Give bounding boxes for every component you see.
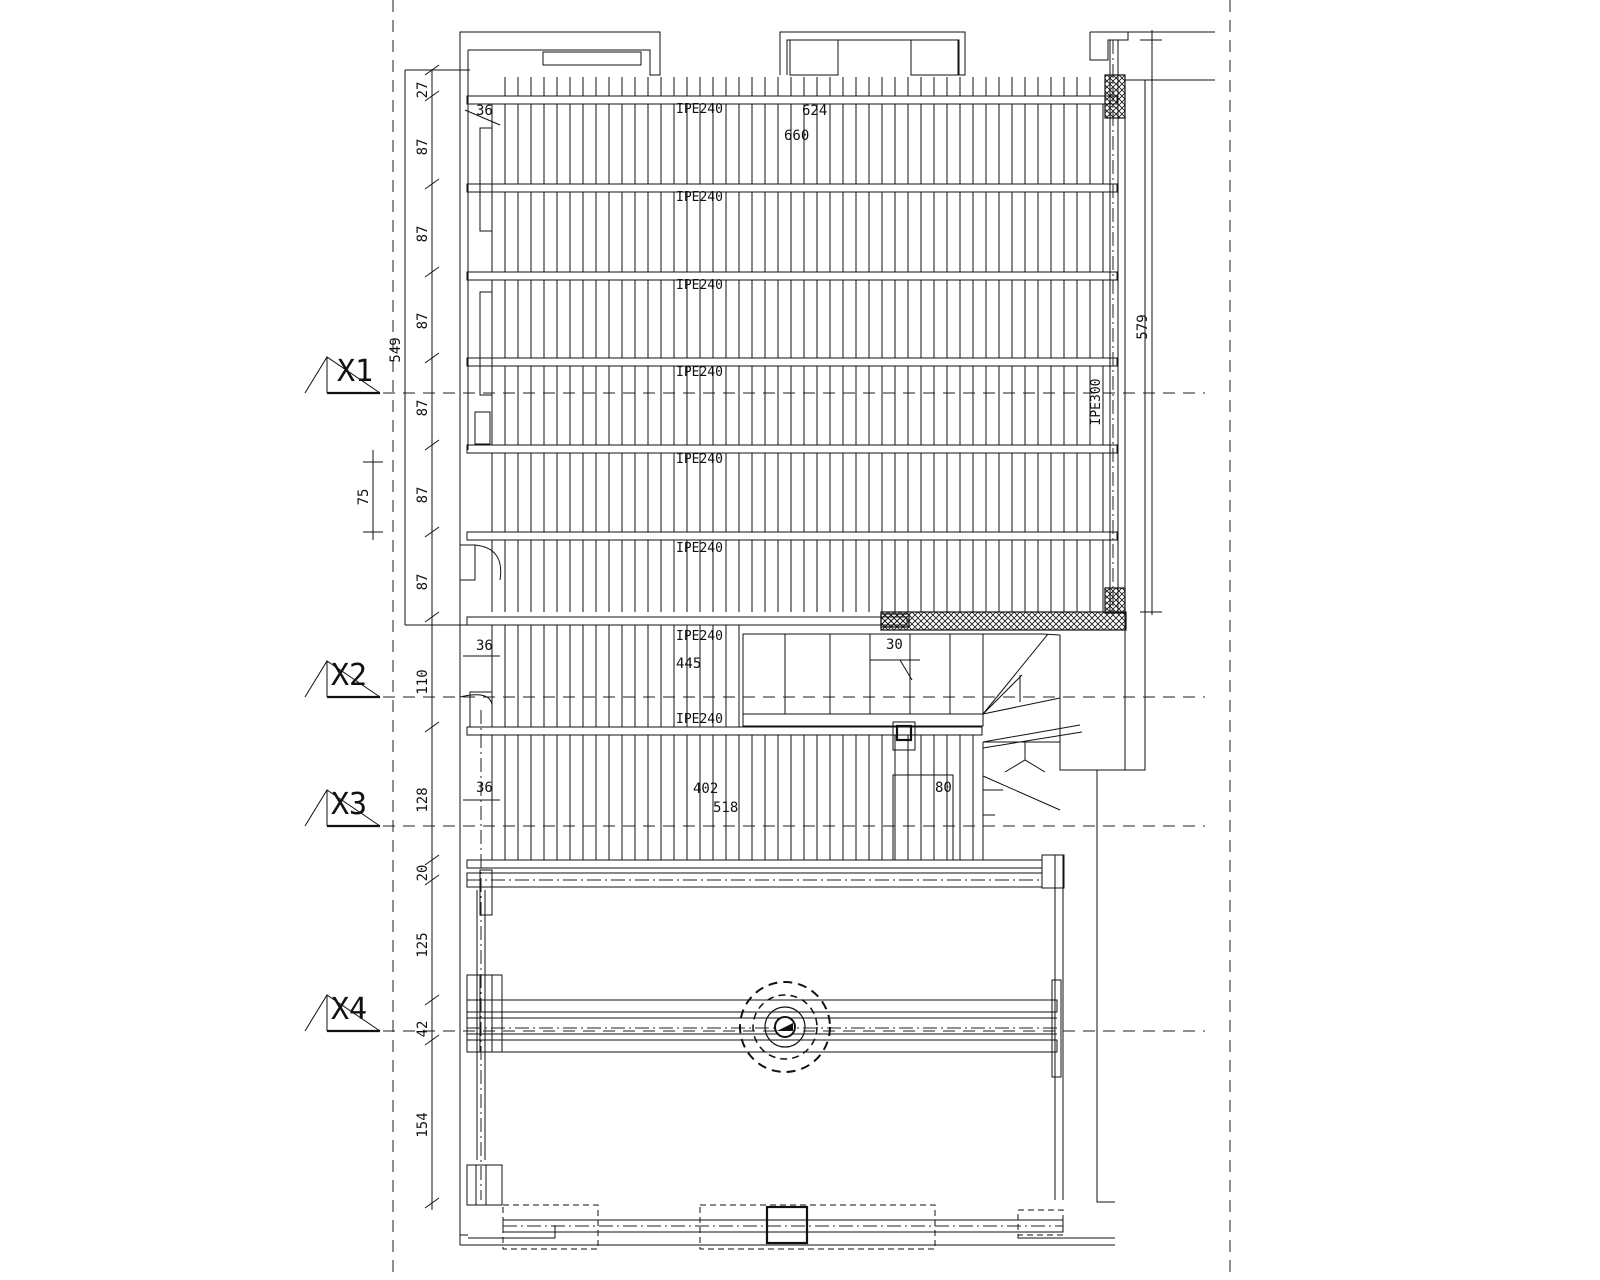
dimension-tick — [424, 90, 440, 102]
dim-42: 42 — [415, 1021, 431, 1038]
left-openings — [459, 127, 502, 728]
dimension-chain-left — [404, 69, 470, 1210]
dimension-tick — [424, 439, 440, 451]
dim-80: 80 — [935, 780, 952, 796]
dim-402: 402 — [693, 781, 718, 797]
column-cap-bottom — [1104, 587, 1126, 614]
beam-2 — [466, 183, 1118, 193]
dim-20: 20 — [415, 865, 431, 882]
building-outline — [459, 31, 1215, 1246]
beam-label-8: IPE240 — [676, 712, 723, 727]
dimension-tick — [424, 178, 440, 190]
lower-room — [466, 710, 1065, 1206]
dimension-tick — [424, 352, 440, 364]
dim-445: 445 — [676, 656, 701, 672]
dimension-tick — [424, 994, 440, 1006]
dimension-tick — [424, 874, 440, 886]
dim-36-mid: 36 — [476, 638, 493, 654]
chimney-symbol — [739, 981, 831, 1073]
section-label-x4: X4 — [331, 992, 367, 1027]
column-label-ipe300: IPE300 — [1089, 379, 1104, 426]
dimension-tick — [424, 721, 440, 733]
dim-75: 75 — [356, 489, 372, 506]
beam-label-4: IPE240 — [676, 365, 723, 380]
dimension-tick — [424, 1197, 440, 1209]
beam-label-5: IPE240 — [676, 452, 723, 467]
section-marker-x4: X4 — [304, 992, 381, 1033]
dimension-tick — [424, 266, 440, 278]
section-marker-x1: X1 — [304, 354, 381, 395]
bottom-windows — [502, 1204, 1064, 1250]
dimension-tick — [424, 1034, 440, 1046]
section-marker-x2: X2 — [304, 658, 381, 699]
beam-3 — [466, 271, 1118, 281]
dim-36-low: 36 — [476, 780, 493, 796]
beam-6 — [466, 531, 1118, 541]
dim-624: 624 — [802, 103, 827, 119]
dim-549: 549 — [388, 337, 404, 362]
dimension-tick — [424, 611, 440, 623]
dim-87-5: 87 — [415, 487, 431, 504]
beam-1 — [466, 95, 1118, 105]
dimension-tick — [424, 854, 440, 866]
dim-154: 154 — [415, 1112, 431, 1137]
dim-128: 128 — [415, 787, 431, 812]
dim-518: 518 — [713, 800, 738, 816]
dim-660: 660 — [784, 128, 809, 144]
concrete-lintel — [880, 611, 1127, 631]
beam-7 — [466, 616, 908, 626]
beam-label-2: IPE240 — [676, 190, 723, 205]
stair-opening — [742, 633, 1083, 861]
timber-joists — [491, 77, 1104, 860]
section-label-x1: X1 — [337, 354, 373, 389]
beam-label-1: IPE240 — [676, 102, 723, 117]
beam-8 — [466, 726, 983, 736]
dim-87-6: 87 — [415, 574, 431, 591]
beam-4 — [466, 357, 1118, 367]
beams — [466, 95, 1118, 736]
dim-87-2: 87 — [415, 226, 431, 243]
dim-30: 30 — [886, 637, 903, 653]
dim-87-3: 87 — [415, 313, 431, 330]
section-marker-x3: X3 — [304, 787, 381, 828]
dimension-tick — [424, 526, 440, 538]
column-cap-top — [1104, 74, 1126, 119]
dim-579: 579 — [1135, 314, 1151, 339]
bearing-pad — [880, 613, 910, 628]
dim-125: 125 — [415, 932, 431, 957]
section-label-x3: X3 — [331, 787, 367, 822]
beam-5 — [466, 444, 1118, 454]
beam-label-3: IPE240 — [676, 278, 723, 293]
dim-110: 110 — [415, 669, 431, 694]
dim-27: 27 — [415, 82, 431, 99]
dim-87-1: 87 — [415, 139, 431, 156]
dimension-ticks — [424, 64, 440, 1209]
beam-label-6: IPE240 — [676, 541, 723, 556]
beam-label-7: IPE240 — [676, 629, 723, 644]
section-label-x2: X2 — [331, 658, 367, 693]
dim-36-top: 36 — [476, 103, 493, 119]
dim-87-4: 87 — [415, 400, 431, 417]
stair-post — [895, 724, 913, 742]
dimension-tick — [424, 64, 440, 76]
